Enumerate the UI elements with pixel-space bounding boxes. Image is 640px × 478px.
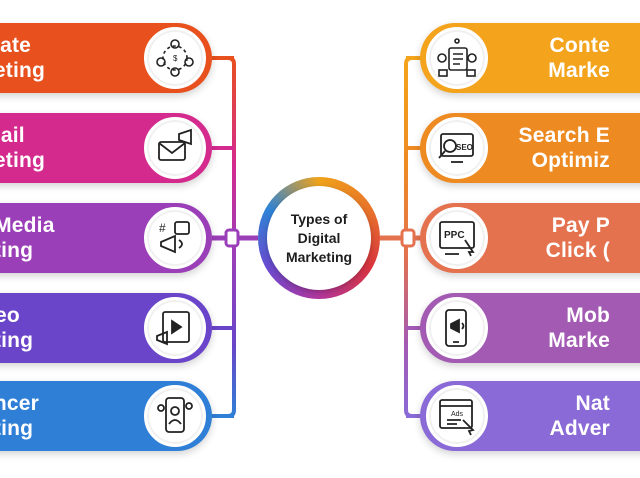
pill-search-engine-optimization: SEO Search E Optimiz — [420, 113, 640, 183]
svg-text:PPC: PPC — [444, 230, 465, 241]
pill-video-marketing: deo eting — [0, 293, 212, 363]
pill-label: deo eting — [0, 304, 34, 352]
email-megaphone-icon — [144, 117, 206, 179]
social-media-megaphone-icon: # — [144, 207, 206, 269]
native-ads-cursor-icon: Ads — [426, 385, 488, 447]
center-hub: Types of Digital Marketing — [258, 177, 380, 299]
ppc-monitor-icon: PPC — [426, 207, 488, 269]
svg-text:Ads: Ads — [451, 411, 464, 418]
svg-text:#: # — [159, 221, 166, 235]
pill-pay-per-click: PPC Pay P Click ( — [420, 203, 640, 273]
mobile-megaphone-icon — [426, 297, 488, 359]
pill-content-marketing: Conte Marke — [420, 23, 640, 93]
influencer-phone-icon — [144, 385, 206, 447]
affiliate-network-icon: $ — [144, 27, 206, 89]
pill-label: Nat Adver — [549, 392, 610, 440]
pill-label: Pay P Click ( — [545, 214, 610, 262]
center-hub-inner: Types of Digital Marketing — [267, 186, 371, 290]
pill-social-media-marketing: l Media eting # — [0, 203, 212, 273]
pill-mobile-marketing: Mob Marke — [420, 293, 640, 363]
pill-affiliate-marketing: iliate keting $ — [0, 23, 212, 93]
pill-label: Mob Marke — [548, 304, 610, 352]
seo-magnifier-icon: SEO — [426, 117, 488, 179]
pill-label: l Media eting — [0, 214, 55, 262]
svg-text:$: $ — [173, 54, 178, 63]
pill-native-advertising: Ads Nat Adver — [420, 381, 640, 451]
center-title: Types of Digital Marketing — [285, 210, 353, 265]
pill-label: Search E Optimiz — [518, 124, 610, 172]
svg-text:SEO: SEO — [456, 143, 473, 152]
pill-label: encer eting — [0, 392, 40, 440]
pill-label: Conte Marke — [548, 34, 610, 82]
video-player-icon — [144, 297, 206, 359]
pill-email-marketing: mail keting — [0, 113, 212, 183]
pill-label: mail keting — [0, 124, 46, 172]
pill-influencer-marketing: encer eting — [0, 381, 212, 451]
pill-label: iliate keting — [0, 34, 46, 82]
content-gear-icon — [426, 27, 488, 89]
